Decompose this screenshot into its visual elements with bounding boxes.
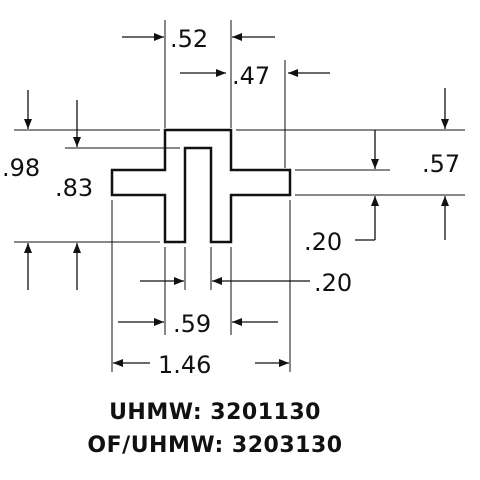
dimension-lines: [24, 33, 449, 367]
dim-flange-thickness: .20: [304, 228, 342, 256]
dim-slot-width: .47: [232, 62, 270, 90]
dim-inner-height: .83: [55, 174, 93, 202]
dim-overall-width: 1.46: [158, 351, 211, 379]
extension-lines: [14, 20, 465, 372]
dim-overall-height: .98: [2, 154, 40, 182]
dim-top-width: .52: [170, 25, 208, 53]
part-code-uhmw: UHMW: 3201130: [109, 400, 321, 425]
dimension-labels: .52 .47 .98 .83 .57 .20 .20 .59 1.46: [2, 25, 460, 379]
dim-mid-width: .59: [173, 310, 211, 338]
part-code-of-uhmw: OF/UHMW: 3203130: [87, 433, 343, 458]
dim-upper-height: .57: [422, 150, 460, 178]
dim-leg-width: .20: [314, 269, 352, 297]
profile-outline: [110, 128, 292, 244]
